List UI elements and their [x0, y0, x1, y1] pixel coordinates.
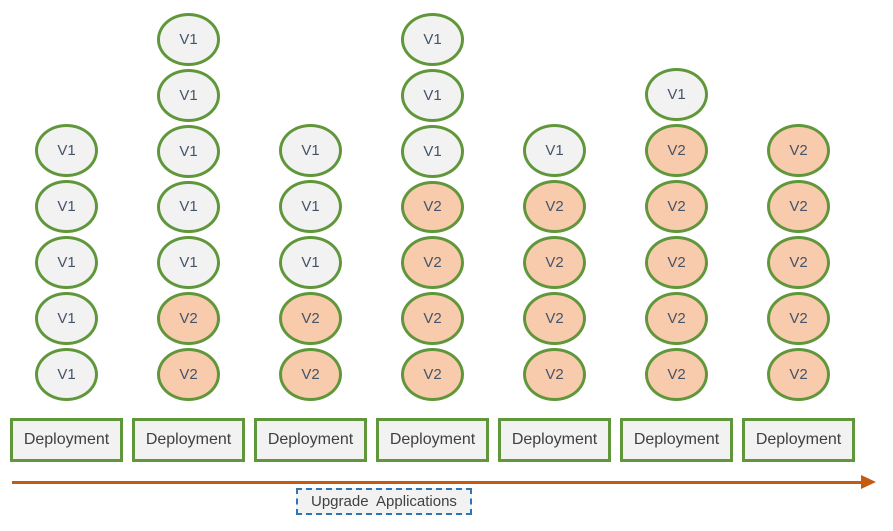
- timeline-arrow-head-icon: [861, 475, 876, 489]
- deployment-box: Deployment: [620, 418, 733, 462]
- pod-v1: V1: [523, 124, 586, 177]
- timeline-arrow: [12, 481, 862, 484]
- deployment-box: Deployment: [498, 418, 611, 462]
- pod-v2: V2: [523, 236, 586, 289]
- pod-v2: V2: [401, 180, 464, 234]
- pod-v1: V1: [35, 180, 98, 233]
- pod-v2: V2: [645, 292, 708, 345]
- pod-v2: V2: [767, 124, 830, 177]
- pod-v1: V1: [157, 68, 220, 122]
- pod-v2: V2: [279, 348, 342, 401]
- pod-v1: V1: [279, 180, 342, 233]
- pod-v2: V2: [767, 292, 830, 345]
- pod-v2: V2: [279, 292, 342, 345]
- pod-v2: V2: [767, 236, 830, 289]
- pod-v2: V2: [645, 180, 708, 233]
- deployment-box: Deployment: [742, 418, 855, 462]
- pod-v1: V1: [35, 292, 98, 345]
- pod-v1: V1: [157, 180, 220, 234]
- pod-v2: V2: [767, 180, 830, 233]
- pod-v2: V2: [645, 236, 708, 289]
- pod-v1: V1: [157, 236, 220, 290]
- pod-v2: V2: [523, 292, 586, 345]
- pod-v2: V2: [401, 348, 464, 401]
- pod-v1: V1: [401, 68, 464, 122]
- pod-v2: V2: [157, 348, 220, 401]
- pod-v1: V1: [279, 124, 342, 177]
- deployment-box: Deployment: [10, 418, 123, 462]
- pod-v1: V1: [645, 68, 708, 121]
- pod-v2: V2: [523, 180, 586, 233]
- pod-v2: V2: [523, 348, 586, 401]
- pod-v1: V1: [35, 348, 98, 401]
- pod-v2: V2: [157, 292, 220, 346]
- pod-v2: V2: [767, 348, 830, 401]
- pod-v1: V1: [157, 124, 220, 178]
- pod-v2: V2: [645, 124, 708, 177]
- pod-v1: V1: [401, 124, 464, 178]
- pod-v2: V2: [401, 236, 464, 290]
- deployment-box: Deployment: [132, 418, 245, 462]
- pod-v1: V1: [157, 12, 220, 66]
- deployment-box: Deployment: [376, 418, 489, 462]
- pod-v1: V1: [401, 12, 464, 66]
- pod-v2: V2: [645, 348, 708, 401]
- pod-v2: V2: [401, 292, 464, 346]
- upgrade-applications-label: Upgrade Applications: [296, 488, 472, 515]
- deployment-box: Deployment: [254, 418, 367, 462]
- pod-v1: V1: [35, 124, 98, 177]
- pod-v1: V1: [35, 236, 98, 289]
- pod-v1: V1: [279, 236, 342, 289]
